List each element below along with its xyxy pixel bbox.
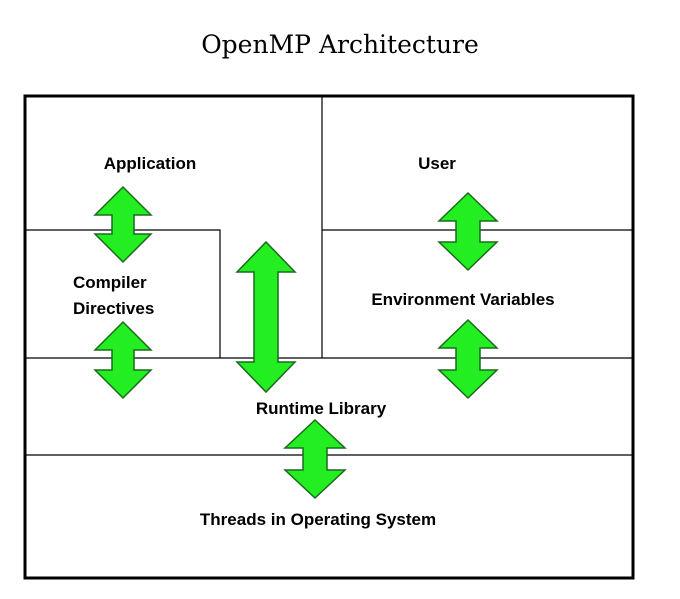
arrow-application-runtime-icon bbox=[235, 240, 297, 394]
label-threads-os: Threads in Operating System bbox=[200, 510, 436, 529]
arrow-user-env-icon bbox=[437, 191, 499, 272]
outer-frame bbox=[23, 94, 635, 580]
label-application: Application bbox=[104, 154, 197, 173]
arrow-compiler-runtime-icon bbox=[93, 320, 153, 400]
label-user: User bbox=[418, 154, 456, 173]
label-runtime-library: Runtime Library bbox=[256, 399, 387, 418]
label-environment-variables: Environment Variables bbox=[371, 290, 554, 309]
label-compiler-line2: Directives bbox=[73, 299, 154, 318]
arrow-env-runtime-icon bbox=[437, 318, 499, 400]
diagram-title: OpenMP Architecture bbox=[201, 30, 479, 59]
label-compiler-line1: Compiler bbox=[73, 273, 147, 292]
compiler-box-border bbox=[25, 229, 221, 358]
arrow-application-compiler-icon bbox=[93, 185, 153, 264]
arrow-runtime-threads-icon bbox=[283, 418, 347, 500]
